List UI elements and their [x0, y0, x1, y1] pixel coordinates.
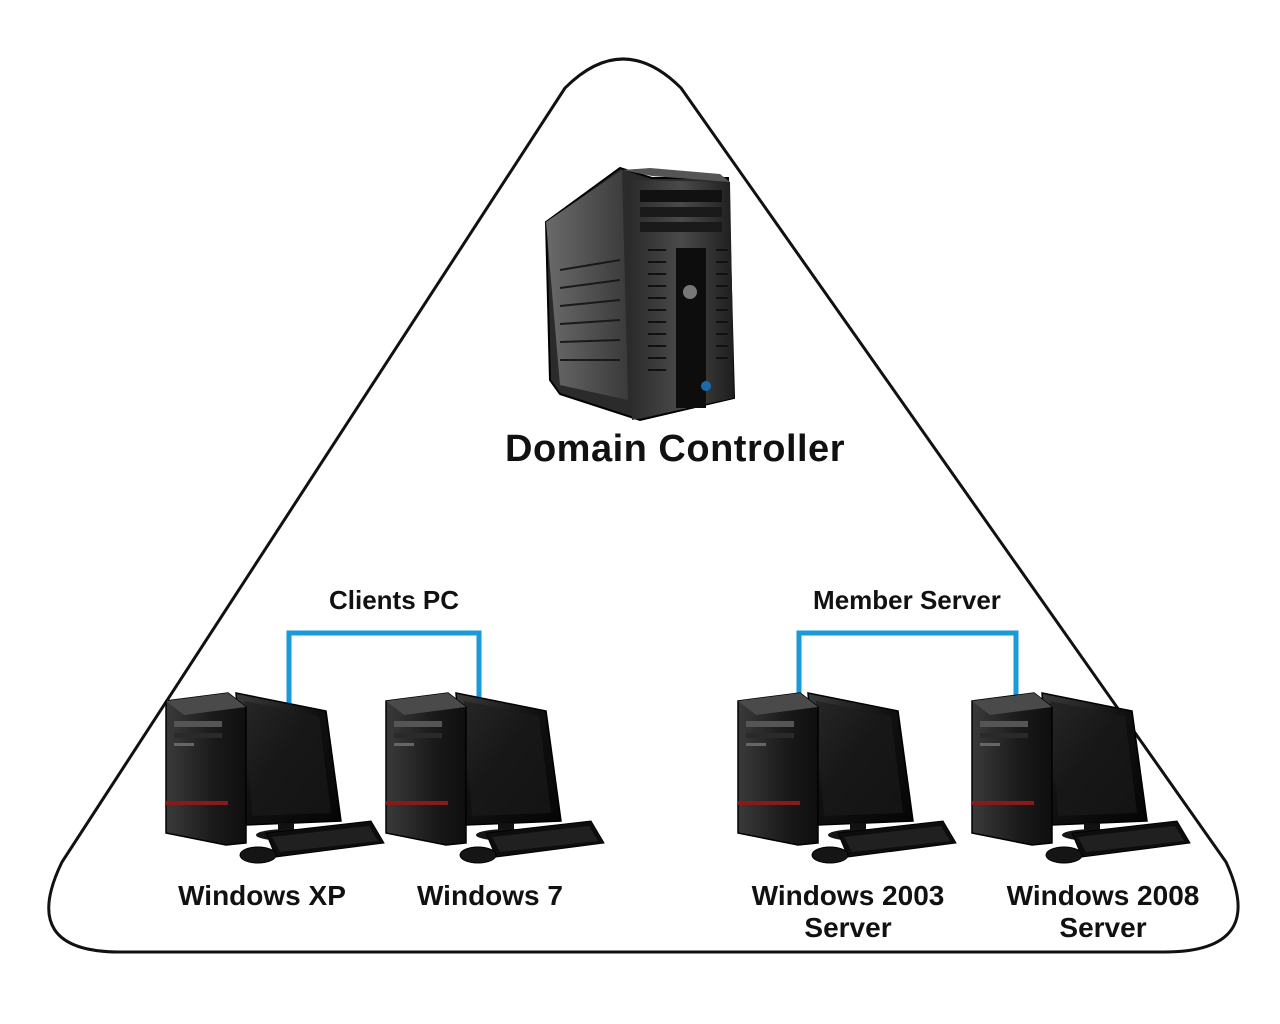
domain-boundary [47, 57, 1240, 954]
windows-7-label-line: Windows 7 [417, 880, 563, 911]
windows-2003-server-computer-icon [737, 692, 957, 864]
windows-2008-server-computer-icon [971, 692, 1191, 864]
windows-7-label: Windows 7 [360, 880, 620, 912]
member-server-group-label: Member Server [813, 585, 1001, 615]
windows-2003-label-line1: Windows 2003 [751, 880, 945, 911]
windows-7-computer-icon [385, 692, 605, 864]
windows-2003-label-line2: Server [804, 912, 892, 944]
clients-link [286, 630, 482, 709]
member-link [796, 630, 1019, 700]
windows-2008-server-label: Windows 2008 Server [973, 880, 1233, 944]
domain-controller-server-icon [544, 166, 736, 422]
windows-2008-label-line1: Windows 2008 [1006, 880, 1200, 911]
windows-2008-label-line2: Server [1059, 912, 1147, 944]
windows-xp-label-line: Windows XP [178, 880, 346, 911]
domain-controller-label: Domain Controller [505, 428, 845, 470]
clients-pc-group-label: Clients PC [328, 585, 460, 615]
windows-xp-label: Windows XP [132, 880, 392, 912]
windows-2003-server-label: Windows 2003 Server [718, 880, 978, 944]
windows-xp-computer-icon [165, 692, 385, 864]
